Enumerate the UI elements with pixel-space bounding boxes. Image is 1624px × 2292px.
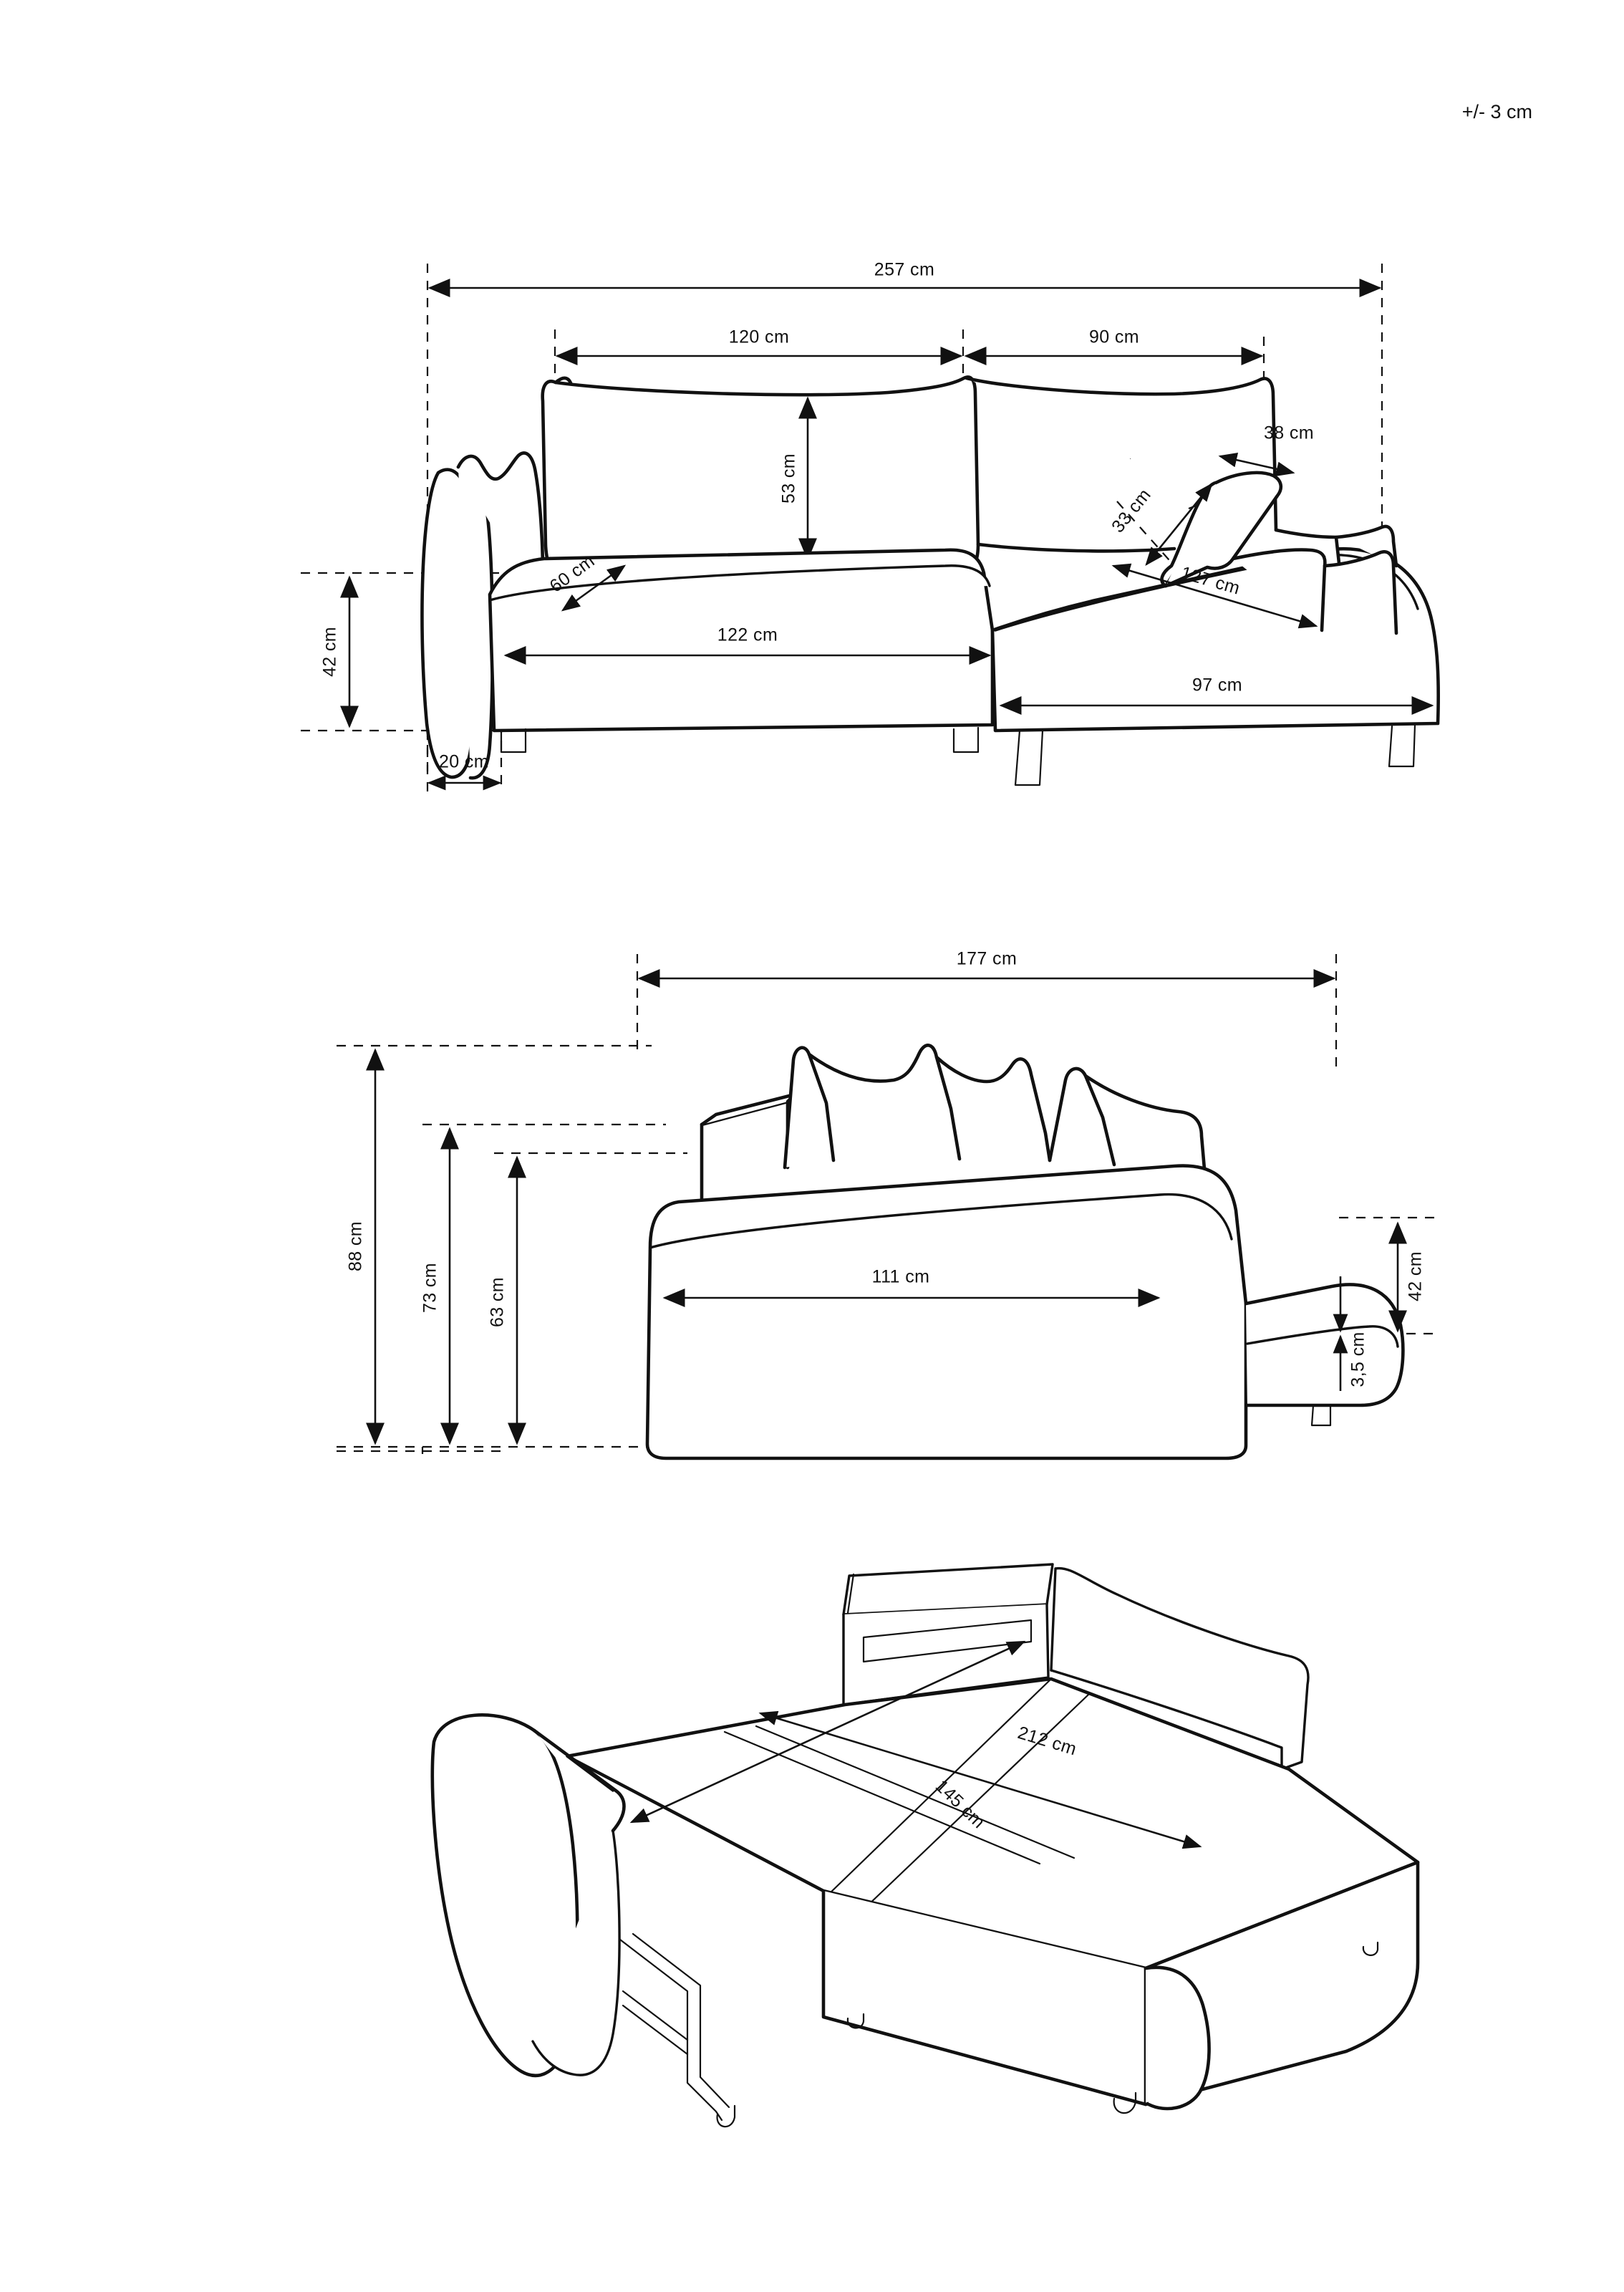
side-chaise-top-line: [1246, 1325, 1399, 1348]
dimension-label: 111 cm: [872, 1267, 930, 1287]
bed-right-end-roll: [1144, 1965, 1211, 2111]
dimension-label: 38 cm: [1264, 423, 1314, 443]
dimension-label: 63 cm: [488, 1277, 508, 1327]
leg-front-left: [500, 728, 527, 753]
dimension-chaise-seat-height: 42 cm: [1388, 1221, 1426, 1333]
leg-front-middle: [952, 726, 980, 753]
dimension-label: 20 cm: [439, 752, 489, 772]
side-seat-top-line: [649, 1193, 1233, 1249]
dimension-right-section-width: 90 cm: [964, 327, 1264, 365]
bed-mode-perspective: 212 cm 145 cm: [430, 1563, 1420, 2128]
dimension-overall-depth: 177 cm: [637, 949, 1336, 988]
side-extension-lines: [337, 954, 1439, 1454]
dimension-chaise-width: 97 cm: [999, 675, 1434, 715]
bed-leg-right: [1362, 1941, 1379, 1956]
side-back-cushion-3: [934, 1055, 1052, 1162]
dimension-label: 257 cm: [874, 260, 934, 280]
dimension-label: 73 cm: [420, 1263, 440, 1313]
tolerance-note: +/- 3 cm: [1462, 101, 1532, 122]
dimension-backrest-height: 73 cm: [420, 1127, 459, 1445]
dimension-label: 120 cm: [729, 327, 789, 347]
bed-leg-center: [1113, 2091, 1137, 2114]
dimension-label: 42 cm: [1406, 1251, 1426, 1301]
leg-front-right: [1388, 723, 1416, 768]
bed-headboard-edge: [842, 1573, 855, 1616]
dimension-label: 88 cm: [346, 1221, 366, 1271]
dimension-label: 122 cm: [717, 625, 778, 645]
leg-front-corner: [1014, 729, 1044, 786]
dimension-label: 42 cm: [320, 627, 340, 677]
bed-front-leg: [716, 2104, 736, 2128]
bed-left-armrest-top: [532, 1728, 626, 1833]
dimension-backrest-cushion-height: 53 cm: [779, 396, 817, 561]
bed-armrest-mattress-join: [566, 1755, 614, 1792]
dimension-seat-width: 122 cm: [503, 625, 992, 665]
dimension-label: 177 cm: [957, 949, 1017, 969]
dimension-label: 3,5 cm: [1348, 1332, 1368, 1387]
bed-right-skirt: [1144, 1860, 1420, 2106]
side-back-cushion-2: [807, 1044, 962, 1161]
bed-frame-arm-2: [632, 1932, 730, 2109]
bed-left-armrest-inner: [531, 1829, 621, 2076]
side-elevation-corner-sofa: 177 cm 88 cm: [337, 949, 1439, 1460]
dimension-leg-clearance: 3,5 cm: [1333, 1276, 1368, 1391]
bed-back-pillow-left-edge: [1050, 1567, 1057, 1672]
side-scatter-pillow-2: [1083, 1074, 1207, 1171]
bed-back-pillow: [1054, 1566, 1310, 1771]
dimension-scatter-pillow-width: 38 cm: [1218, 423, 1314, 476]
dimension-seat-depth: 111 cm: [662, 1267, 1161, 1307]
bed-frame-strut-2: [622, 2004, 689, 2056]
dimension-overall-height: 88 cm: [346, 1048, 385, 1445]
side-chaise-leg: [1310, 1404, 1332, 1427]
scatter-pillow-b: [1323, 550, 1398, 635]
dimension-overall-width: 257 cm: [427, 260, 1382, 297]
dimension-armrest-width: 20 cm: [427, 752, 502, 791]
bed-frame-strut-1: [622, 1990, 689, 2041]
dimension-left-section-width: 120 cm: [555, 327, 963, 365]
dimension-label: 90 cm: [1089, 327, 1139, 347]
dimension-label: 53 cm: [779, 453, 799, 504]
dimension-seat-height: 42 cm: [320, 575, 359, 728]
dimension-armrest-height: 63 cm: [488, 1155, 526, 1445]
backrest-cushion-left: [554, 375, 980, 578]
bed-leg-left: [846, 2013, 865, 2029]
dimension-label: 97 cm: [1192, 675, 1242, 695]
front-elevation-corner-sofa: 257 cm 120 cm 90 cm: [301, 260, 1440, 791]
